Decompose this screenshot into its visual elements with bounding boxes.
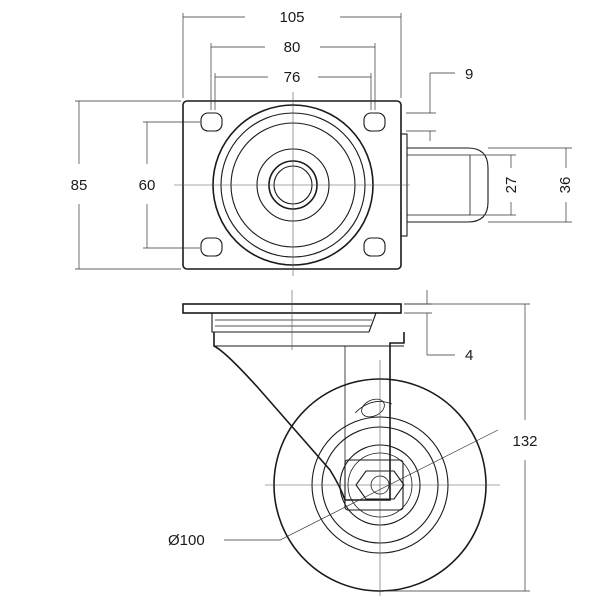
dim-9-label: 9 [465,66,473,83]
dim-36-label: 36 [557,177,574,194]
mounting-holes [200,112,386,257]
top-dimensions: 105 80 76 9 85 60 [71,9,574,270]
dim-132-label: 132 [512,433,537,450]
dim-85-label: 85 [71,177,88,194]
top-view [174,92,489,276]
logo-mark [354,398,393,418]
dim-27-label: 27 [503,177,520,194]
dim-4-label: 4 [465,347,473,364]
top-wheel-stub [400,133,489,237]
side-dimensions: 4 132 Ø100 [168,290,538,592]
dim-105-label: 105 [279,9,304,26]
dim-76-label: 76 [284,69,301,86]
dim-diameter-label: Ø100 [168,532,205,549]
side-view [182,290,500,596]
dim-80-label: 80 [284,39,301,56]
dim-60-label: 60 [139,177,156,194]
